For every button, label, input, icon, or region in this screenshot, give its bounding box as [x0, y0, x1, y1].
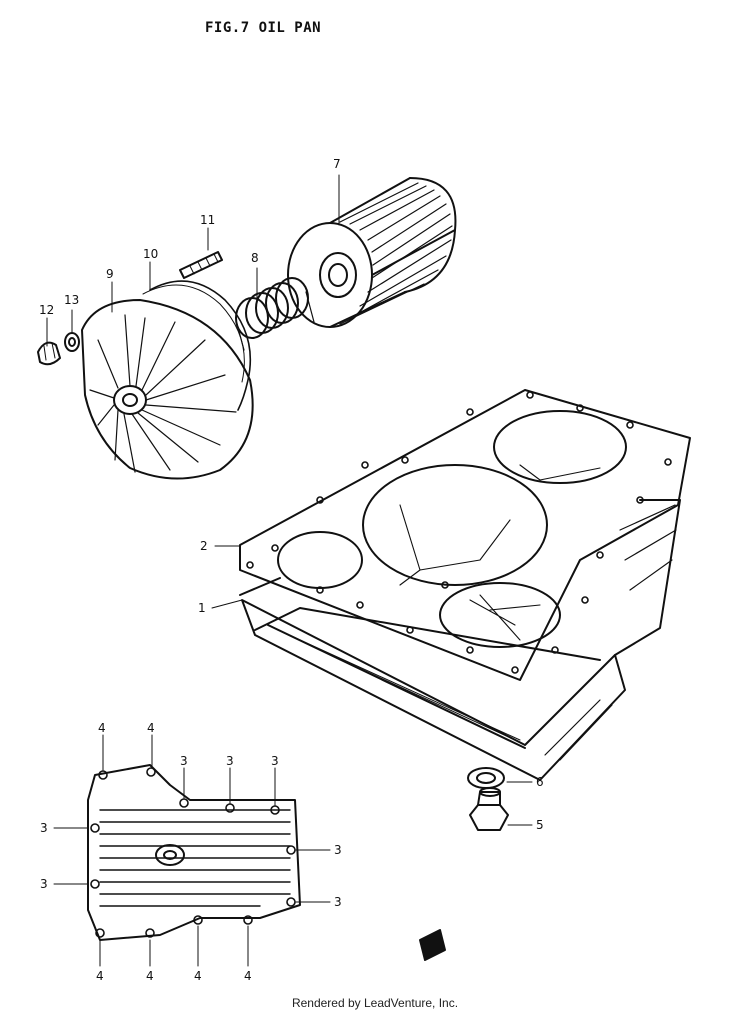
callout-4-bottom-a: 4: [96, 969, 104, 983]
callout-labels: 7 8 11 10 9 13 12 2 1 6 5 4 4 3 3 3 3 3 …: [39, 157, 544, 983]
callout-12: 12: [39, 303, 54, 317]
callout-3-left-b: 3: [40, 877, 48, 891]
oil-pan-gasket: [239, 389, 691, 681]
callout-4-bottom-c: 4: [194, 969, 202, 983]
callout-8: 8: [251, 251, 259, 265]
filter-cover: [81, 299, 254, 480]
oil-pan-bottom-view: [87, 764, 301, 941]
callout-4-top: 4: [147, 721, 155, 735]
callout-7: 7: [333, 157, 341, 171]
callout-4-top-left: 4: [98, 721, 106, 735]
reference-tag: [419, 929, 446, 961]
callout-3-right-b: 3: [334, 895, 342, 909]
callout-11: 11: [200, 213, 215, 227]
callout-4-bottom-b: 4: [146, 969, 154, 983]
callout-3-top-c: 3: [271, 754, 279, 768]
figure-title: FIG.7 OIL PAN: [205, 20, 322, 36]
callout-13: 13: [64, 293, 79, 307]
callout-5: 5: [536, 818, 544, 832]
drain-washer: [467, 767, 505, 789]
stud-bolt: [179, 251, 223, 279]
callout-10: 10: [143, 247, 158, 261]
o-ring-filter-cover: [142, 280, 252, 411]
cap-nut: [37, 341, 61, 366]
footer-credit: Rendered by LeadVenture, Inc.: [291, 996, 459, 1010]
oil-filter: [287, 177, 457, 328]
drain-plug: [469, 787, 509, 831]
callout-9: 9: [106, 267, 114, 281]
callout-6: 6: [536, 775, 544, 789]
callout-3-right-a: 3: [334, 843, 342, 857]
washer: [64, 332, 80, 352]
callout-3-top-a: 3: [180, 754, 188, 768]
callout-3-left-a: 3: [40, 821, 48, 835]
callout-4-bottom-d: 4: [244, 969, 252, 983]
callout-3-top-b: 3: [226, 754, 234, 768]
callout-2: 2: [200, 539, 208, 553]
oil-pan: [239, 499, 681, 781]
callout-1: 1: [198, 601, 206, 615]
